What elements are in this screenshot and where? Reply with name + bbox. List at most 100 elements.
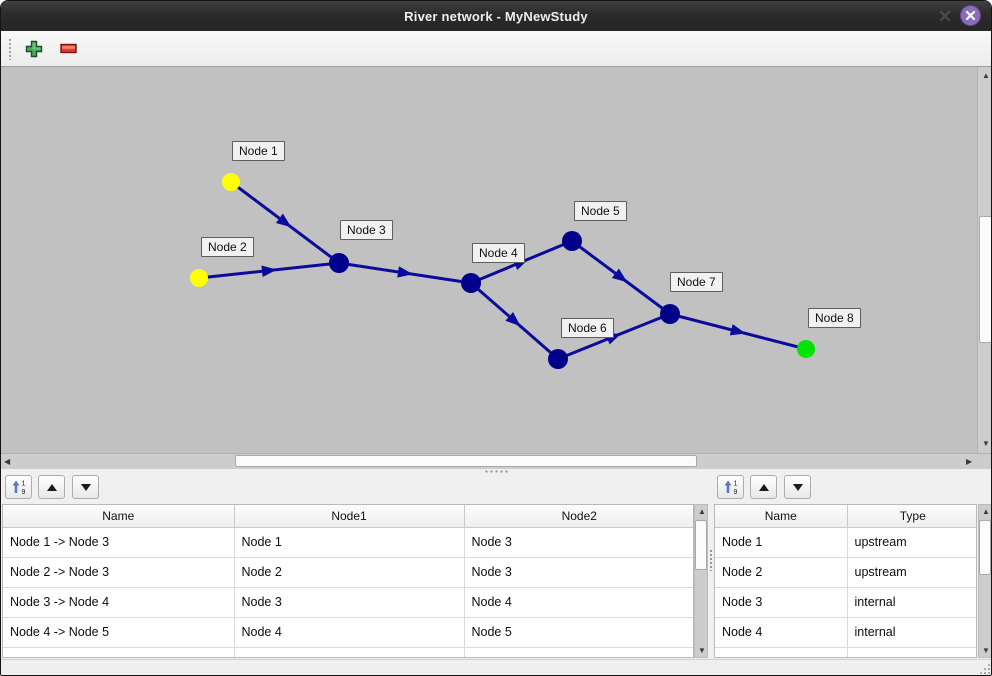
flow-arrow-icon <box>397 266 413 278</box>
add-reach-button[interactable] <box>21 36 47 62</box>
table-cell[interactable]: Node 2 <box>234 557 465 588</box>
remove-reach-button[interactable] <box>56 36 82 62</box>
table-cell[interactable]: Node 3 -> Node 4 <box>3 587 235 618</box>
scroll-up-icon[interactable]: ▲ <box>698 507 706 516</box>
network-node[interactable] <box>190 269 208 287</box>
table-cell[interactable]: Node 3 <box>464 557 693 588</box>
flow-arrow-icon <box>261 265 277 278</box>
node-label[interactable]: Node 3 <box>340 220 393 240</box>
table-cell[interactable]: Node 1 <box>234 527 465 558</box>
node-label[interactable]: Node 5 <box>574 201 627 221</box>
network-node[interactable] <box>548 349 568 369</box>
column-header[interactable]: Node2 <box>463 505 693 528</box>
close-button[interactable] <box>960 5 981 26</box>
table-cell[interactable]: Node 4 -> Node 5 <box>3 617 235 648</box>
network-node[interactable] <box>562 231 582 251</box>
canvas-vertical-scrollbar[interactable]: ▲ ▼ <box>977 67 991 453</box>
column-header[interactable]: Node1 <box>233 505 465 528</box>
scroll-down-icon[interactable]: ▼ <box>982 439 990 448</box>
reaches-sort-button[interactable]: 1 9 <box>5 475 32 499</box>
network-node[interactable] <box>329 253 349 273</box>
maximize-button[interactable] <box>934 5 955 26</box>
table-cell[interactable]: Node 3 <box>234 587 465 618</box>
network-node[interactable] <box>660 304 680 324</box>
network-node[interactable] <box>797 340 815 358</box>
node-label[interactable]: Node 4 <box>472 243 525 263</box>
node-label[interactable]: Node 7 <box>670 272 723 292</box>
node-label[interactable]: Node 8 <box>808 308 861 328</box>
splitter-handle[interactable] <box>1 469 991 474</box>
nodes-move-down-button[interactable] <box>784 475 811 499</box>
sort-ascending-icon: 1 9 <box>724 480 737 495</box>
table-cell[interactable]: Node 5 <box>464 617 693 648</box>
splitter-dots-icon <box>484 470 510 473</box>
canvas-area: Node 1 Node 2 Node 3 Node 4 Node 5 Node 6 Node… <box>1 67 991 453</box>
close-icon <box>965 10 976 21</box>
table-cell[interactable]: internal <box>847 587 976 618</box>
nodes-sort-button[interactable]: 1 9 <box>717 475 744 499</box>
table-cell[interactable]: Node 4 <box>715 617 848 648</box>
toolbar-drag-handle[interactable] <box>8 37 12 60</box>
svg-text:9: 9 <box>733 489 737 495</box>
sort-ascending-icon: 1 9 <box>12 480 25 495</box>
green-plus-icon <box>25 40 43 57</box>
network-node[interactable] <box>222 173 240 191</box>
up-triangle-icon <box>758 483 769 491</box>
table-cell[interactable]: Node 1 <box>715 527 848 558</box>
titlebar[interactable]: River network - MyNewStudy <box>1 1 991 31</box>
column-header[interactable]: Type <box>846 505 976 528</box>
vertical-scroll-thumb[interactable] <box>979 216 991 343</box>
table-cell[interactable]: Node 3 <box>715 587 848 618</box>
scroll-down-icon[interactable]: ▼ <box>982 646 990 655</box>
reaches-scroll-thumb[interactable] <box>695 520 707 570</box>
nodes-move-up-button[interactable] <box>750 475 777 499</box>
column-header[interactable]: Name <box>715 505 848 528</box>
table-row-empty <box>715 647 976 657</box>
table-cell[interactable]: Node 2 -> Node 3 <box>3 557 235 588</box>
table-cell[interactable]: Node 1 -> Node 3 <box>3 527 235 558</box>
nodes-scroll-thumb[interactable] <box>979 520 991 575</box>
table-cell[interactable]: Node 3 <box>464 527 693 558</box>
network-canvas[interactable]: Node 1 Node 2 Node 3 Node 4 Node 5 Node 6 Node… <box>1 67 977 453</box>
horizontal-scroll-thumb[interactable] <box>235 455 697 467</box>
svg-text:1: 1 <box>21 481 25 488</box>
table-cell[interactable]: upstream <box>847 527 976 558</box>
scroll-left-icon[interactable]: ◀ <box>4 457 11 466</box>
table-cell[interactable]: upstream <box>847 557 976 588</box>
node-label[interactable]: Node 1 <box>232 141 285 161</box>
reaches-move-down-button[interactable] <box>72 475 99 499</box>
network-node[interactable] <box>461 273 481 293</box>
nodes-table-scrollbar[interactable]: ▲ ▼ <box>978 504 991 658</box>
resize-grip[interactable] <box>979 663 990 674</box>
reaches-move-up-button[interactable] <box>38 475 65 499</box>
table-cell[interactable]: internal <box>847 617 976 648</box>
svg-text:1: 1 <box>733 481 737 488</box>
table-cell[interactable]: Node 4 <box>234 617 465 648</box>
panel-splitter-handle[interactable] <box>709 549 713 571</box>
scroll-up-icon[interactable]: ▲ <box>982 71 990 80</box>
table-cell[interactable]: Node 4 <box>464 587 693 618</box>
scroll-right-icon[interactable]: ▶ <box>966 457 973 466</box>
canvas-horizontal-scrollbar[interactable]: ◀ ▶ <box>1 453 991 469</box>
scroll-down-icon[interactable]: ▼ <box>698 646 706 655</box>
table-cell[interactable]: Node 2 <box>715 557 848 588</box>
reaches-table-scrollbar[interactable]: ▲ ▼ <box>694 504 708 658</box>
column-header[interactable]: Name <box>3 505 235 528</box>
node-label[interactable]: Node 6 <box>561 318 614 338</box>
node-label[interactable]: Node 2 <box>201 237 254 257</box>
scroll-up-icon[interactable]: ▲ <box>982 507 990 516</box>
river-network-diagram <box>190 173 815 369</box>
up-triangle-icon <box>46 483 57 491</box>
